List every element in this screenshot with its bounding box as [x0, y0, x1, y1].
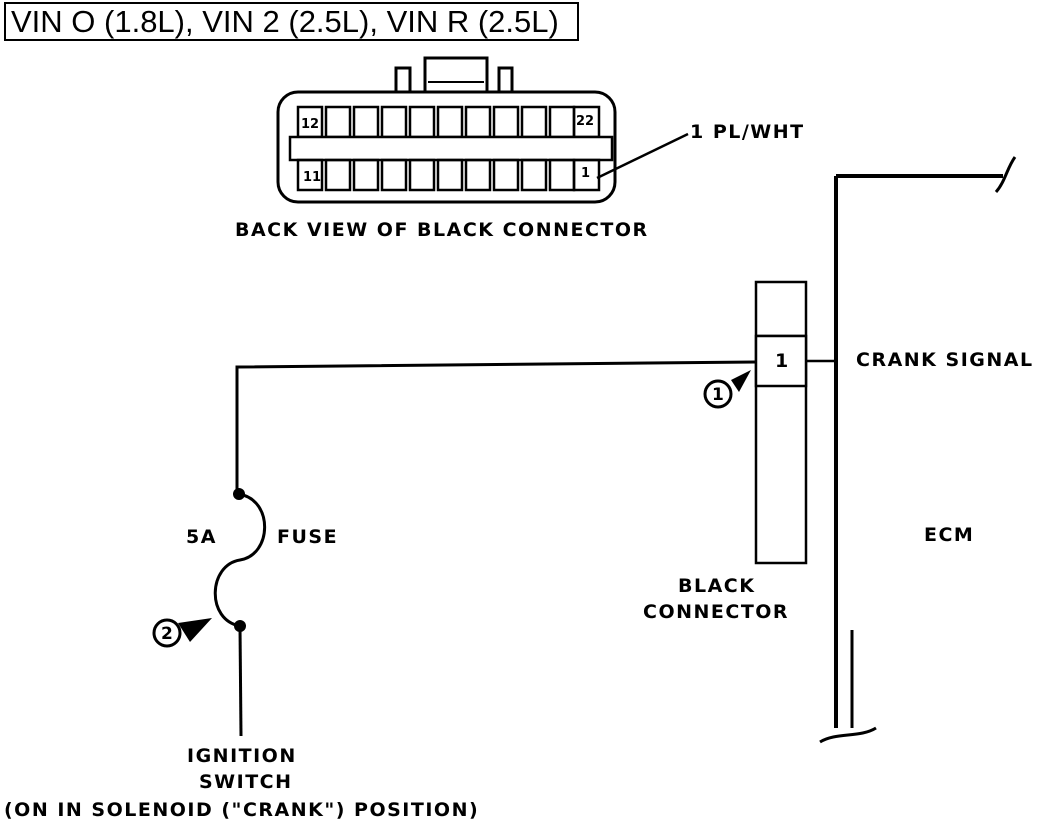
- black-connector-label-line2: CONNECTOR: [643, 601, 789, 623]
- title-box: [4, 2, 579, 41]
- pin-label-1: 1: [581, 166, 590, 181]
- callout-2-number: 2: [161, 624, 173, 644]
- connector-top-row: [296, 105, 601, 139]
- pin-label-22: 22: [576, 114, 594, 129]
- fuse-symbol: [213, 488, 267, 632]
- pin1-leader-line: [596, 132, 689, 180]
- ecm-outline: [819, 156, 1017, 744]
- ignition-switch-line1: IGNITION: [187, 745, 297, 767]
- black-connector-block: [754, 280, 808, 565]
- connector-latch: [394, 56, 514, 92]
- connector-divider: [288, 135, 614, 162]
- callout-2-marker: [152, 618, 212, 648]
- diagram-title: VIN O (1.8L), VIN 2 (2.5L), VIN R (2.5L): [11, 4, 559, 39]
- connector-bottom-row: [296, 158, 601, 192]
- connector-back-view: 12 22 11 1 1 PL/WHT BACK VIEW OF BLACK C…: [235, 56, 805, 241]
- callout-1-number: 1: [712, 385, 724, 405]
- ignition-wire: [238, 625, 243, 737]
- connector-view-caption: BACK VIEW OF BLACK CONNECTOR: [235, 219, 649, 241]
- ecm-label: ECM: [924, 524, 974, 546]
- crank-signal-label: CRANK SIGNAL: [856, 349, 1034, 371]
- pin1-wire-label: 1 PL/WHT: [690, 121, 805, 143]
- black-connector-label-line1: BLACK: [678, 575, 755, 597]
- ignition-switch-line3: (ON IN SOLENOID ("CRANK") POSITION): [4, 799, 479, 821]
- ignition-switch-line2: SWITCH: [199, 771, 293, 793]
- fuse-label: FUSE: [277, 526, 338, 548]
- pin-label-12: 12: [301, 117, 319, 132]
- crank-signal-wire: [235, 360, 757, 493]
- fuse-rating: 5A: [186, 526, 217, 548]
- connector-pin-1: 1: [775, 350, 790, 372]
- pin-label-11: 11: [303, 170, 321, 185]
- callout-1-marker: [703, 370, 751, 409]
